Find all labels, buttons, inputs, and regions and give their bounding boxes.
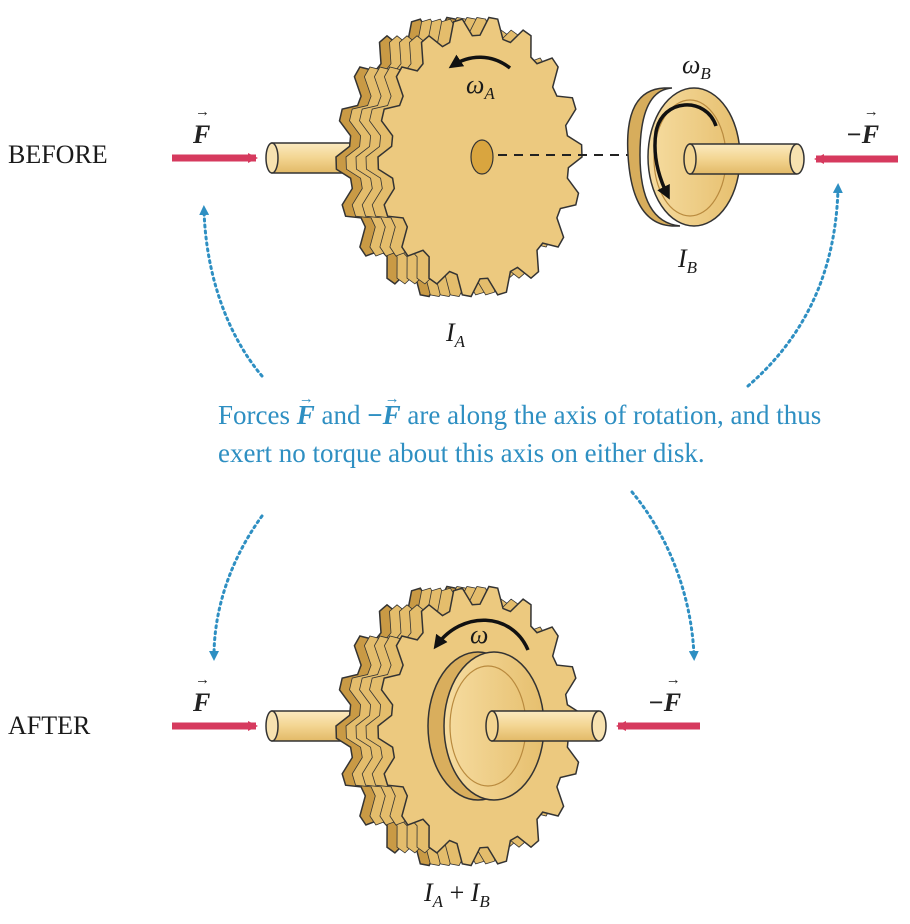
omega-b-rotation-icon bbox=[653, 103, 718, 200]
connector-up-right bbox=[746, 183, 843, 388]
gear-a bbox=[335, 16, 583, 298]
before-label: BEFORE bbox=[8, 140, 108, 169]
combined-inertia-label: IA + IB bbox=[424, 878, 490, 912]
gear-a-hub bbox=[470, 139, 494, 175]
force-minus-f-label-after: −F bbox=[648, 672, 681, 718]
omega-label: ω bbox=[470, 620, 489, 649]
inertia-b-label: IB bbox=[678, 244, 698, 278]
omega-b-label: ωB bbox=[682, 50, 711, 84]
right-shaft bbox=[683, 143, 805, 175]
force-f-label-before: F bbox=[193, 104, 210, 150]
omega-a-rotation-icon bbox=[448, 54, 512, 70]
after-scene bbox=[172, 585, 700, 867]
connector-down-right bbox=[630, 490, 699, 661]
force-f-label-after: F bbox=[193, 672, 210, 718]
omega-rotation-icon bbox=[433, 618, 530, 651]
connector-down-left bbox=[209, 514, 264, 661]
right-shaft-after bbox=[485, 710, 607, 742]
omega-a-label: ωA bbox=[466, 70, 495, 104]
connector-up-left bbox=[199, 205, 264, 378]
after-label: AFTER bbox=[8, 711, 91, 740]
note-connectors bbox=[199, 183, 843, 661]
before-scene bbox=[172, 16, 898, 298]
inertia-a-label: IA bbox=[446, 318, 466, 352]
force-minus-f-label-before: −F bbox=[846, 104, 879, 150]
explanatory-note: Forces F and −F are along the axis of ro… bbox=[218, 380, 858, 472]
